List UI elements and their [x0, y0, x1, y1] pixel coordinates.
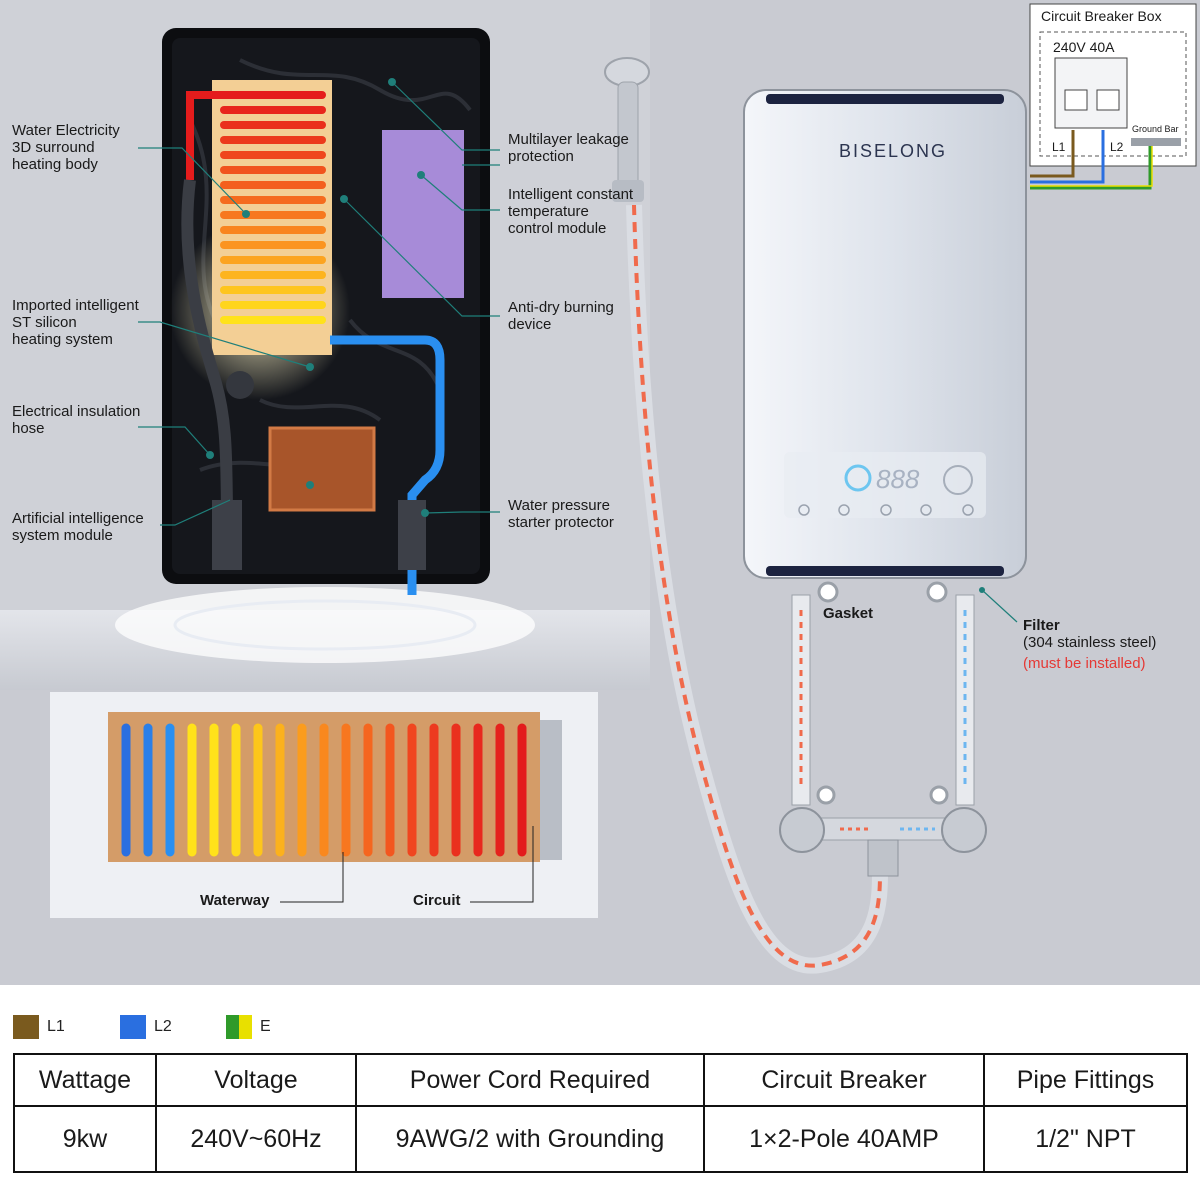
label-circuit: Circuit: [413, 892, 461, 909]
label-insulation-hose: Electrical insulation hose: [12, 403, 141, 437]
legend-label-e: E: [260, 1018, 271, 1035]
shower-head: [604, 57, 650, 202]
cold-inlet-pipe: [330, 335, 445, 595]
spec-value-wattage: 9kw: [13, 1105, 157, 1173]
ai-module-box: [268, 426, 376, 512]
plumbing: [779, 581, 987, 877]
label-water-electricity: Water Electricity 3D surround heating bo…: [12, 122, 120, 173]
breaker-l2: L2: [1110, 140, 1124, 154]
temperature-display: 888: [876, 464, 920, 494]
label-pressure: Water pressure starter protector: [508, 497, 614, 531]
heater-tubes: [121, 723, 527, 857]
spec-value-row: 9kw 240V~60Hz 9AWG/2 with Grounding 1×2-…: [13, 1105, 1188, 1173]
legend-swatch-e: [226, 1015, 252, 1039]
spec-header-row: Wattage Voltage Power Cord Required Circ…: [13, 1053, 1188, 1107]
spec-value-pipe: 1/2" NPT: [983, 1105, 1188, 1173]
label-imported-st: Imported intelligent ST silicon heating …: [12, 297, 139, 348]
ground-bar-label: Ground Bar: [1132, 124, 1179, 134]
leader-lines: [138, 81, 500, 526]
display-panel: [784, 452, 986, 518]
spec-header-breaker: Circuit Breaker: [703, 1053, 985, 1107]
label-waterway: Waterway: [200, 892, 270, 909]
spec-table: Wattage Voltage Power Cord Required Circ…: [13, 1053, 1188, 1173]
legend-label-l1: L1: [47, 1018, 65, 1035]
spec-header-wattage: Wattage: [13, 1053, 157, 1107]
insulation-hose: [181, 179, 234, 541]
wire-legend: L1 L2 E: [0, 1000, 1200, 1050]
spec-header-voltage: Voltage: [155, 1053, 357, 1107]
label-ai-module: Artificial intelligence system module: [12, 510, 144, 544]
legend-item-l1: L1: [13, 1014, 65, 1040]
legend-item-e: E: [226, 1014, 271, 1040]
brand-logo: BISELONG: [839, 141, 948, 161]
spec-header-pipe: Pipe Fittings: [983, 1053, 1188, 1107]
diagram-graphics: [0, 3, 1197, 974]
spec-header-power-cord: Power Cord Required: [355, 1053, 705, 1107]
breaker-box-title: Circuit Breaker Box: [1041, 8, 1162, 24]
label-filter: Filter: [1023, 617, 1060, 634]
label-gasket: Gasket: [823, 605, 874, 622]
ground-bar: [1131, 138, 1181, 146]
legend-swatch-l1: [13, 1015, 39, 1039]
water-splash: [115, 587, 535, 663]
spec-value-breaker: 1×2-Pole 40AMP: [703, 1105, 985, 1173]
power-wires: [1030, 130, 1153, 190]
legend-swatch-l2: [120, 1015, 146, 1039]
label-filter-material: (304 stainless steel): [1023, 634, 1157, 651]
leakage-module: [382, 130, 464, 298]
heating-coil: [220, 91, 326, 324]
label-filter-note: (must be installed): [1023, 655, 1146, 672]
breaker-l1: L1: [1052, 140, 1066, 154]
spec-value-power-cord: 9AWG/2 with Grounding: [355, 1105, 705, 1173]
legend-label-l2: L2: [154, 1018, 172, 1035]
hot-outlet-pipe: [186, 91, 225, 180]
legend-item-l2: L2: [120, 1014, 172, 1040]
breaker-rating: 240V 40A: [1053, 39, 1115, 55]
spec-value-voltage: 240V~60Hz: [155, 1105, 357, 1173]
label-const-temp: Intelligent constant temperature control…: [508, 186, 634, 237]
label-leakage: Multilayer leakage protection: [508, 131, 629, 165]
label-anti-dry: Anti-dry burning device: [508, 299, 614, 333]
product-diagram: Water Electricity 3D surround heating bo…: [0, 0, 1200, 985]
